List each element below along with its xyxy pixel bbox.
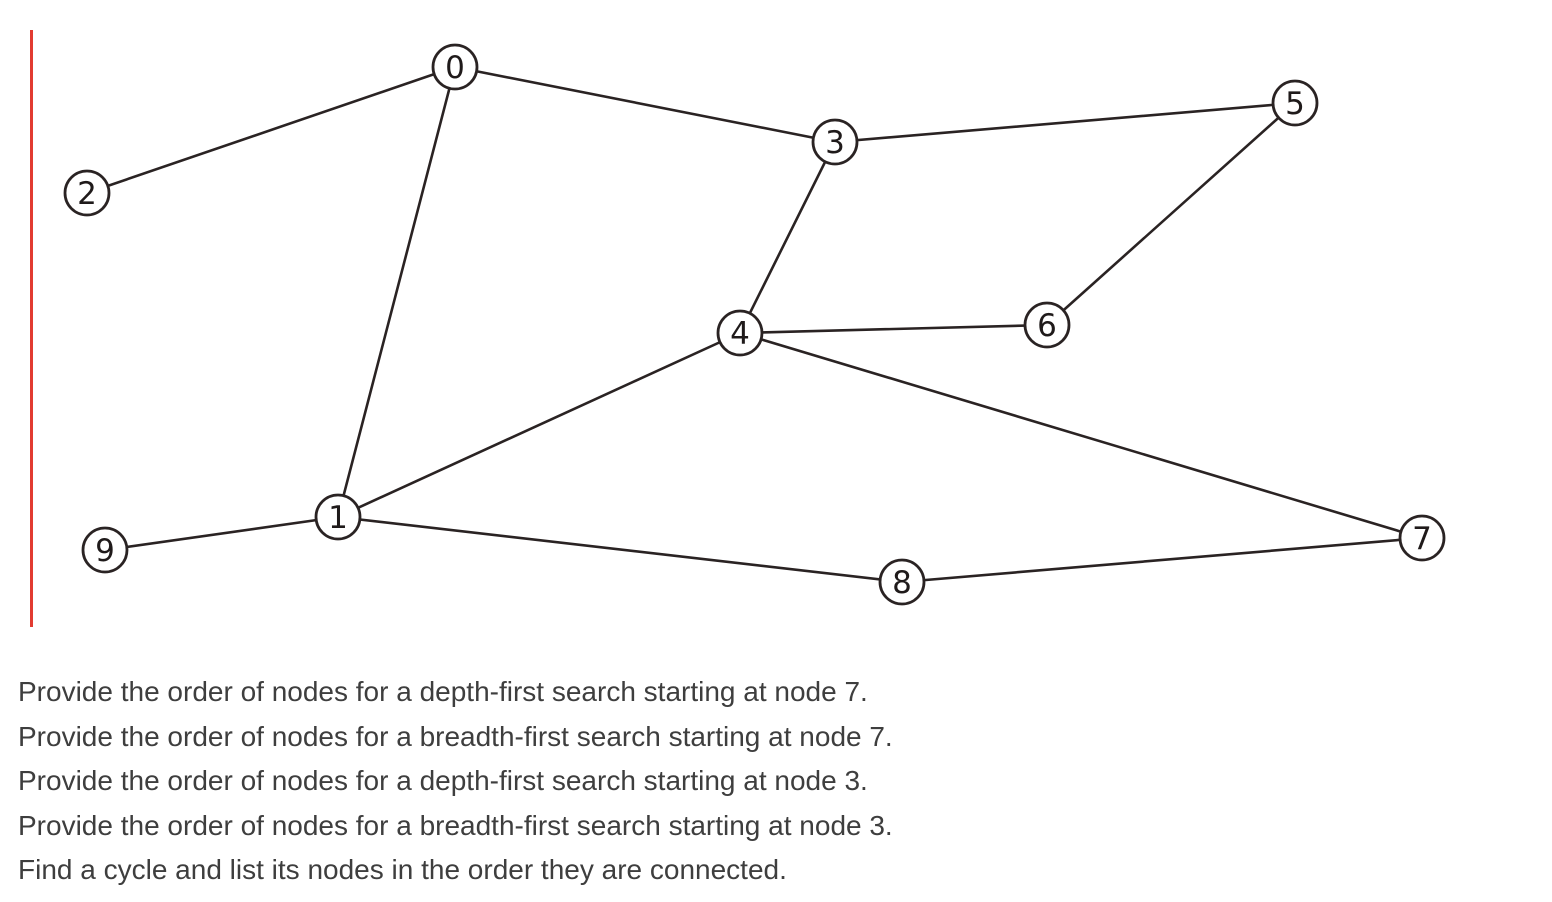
graph-node-label-3: 3 <box>825 125 845 161</box>
graph-figure: 0 1 2 3 4 5 6 7 8 9 <box>30 30 1446 627</box>
graph-node-circle-1 <box>314 493 362 541</box>
graph-node-circle-9 <box>81 526 129 574</box>
graph-edge-1-8 <box>336 515 904 584</box>
graph-node-label-5: 5 <box>1285 86 1305 122</box>
graph-node-circle-0 <box>431 43 479 91</box>
questions-block: Provide the order of nodes for a depth-f… <box>18 670 1518 893</box>
question-dfs-node-7: Provide the order of nodes for a depth-f… <box>18 676 868 707</box>
graph-node-label-6: 6 <box>1037 308 1057 344</box>
graph-node-circle-3 <box>811 118 859 166</box>
graph-node-circle-7 <box>1398 514 1446 562</box>
graph-node-6: 6 <box>1023 301 1071 349</box>
graph-edge-3-5 <box>833 101 1297 144</box>
graph-node-label-9: 9 <box>95 533 115 569</box>
graph-node-8: 8 <box>878 558 926 606</box>
graph-node-circle-5 <box>1271 79 1319 127</box>
graph-node-7: 7 <box>1398 514 1446 562</box>
graph-edge-1-9 <box>103 515 340 552</box>
graph-edge-1-4 <box>336 331 742 519</box>
graph-node-label-2: 2 <box>77 176 97 212</box>
graph-node-2: 2 <box>63 169 111 217</box>
graph-node-circle-2 <box>63 169 111 217</box>
graph-node-9: 9 <box>81 526 129 574</box>
graph-edge-0-3 <box>453 65 837 144</box>
graph-edge-8-7 <box>900 536 1424 584</box>
graph-node-0: 0 <box>431 43 479 91</box>
graph-edge-4-7 <box>738 331 1424 540</box>
graph-node-label-1: 1 <box>328 500 348 536</box>
graph-node-label-8: 8 <box>892 565 912 601</box>
graph-edge-5-6 <box>1045 101 1297 327</box>
graph-node-5: 5 <box>1271 79 1319 127</box>
graph-node-3: 3 <box>811 118 859 166</box>
graph-node-circle-6 <box>1023 301 1071 349</box>
graph-node-label-4: 4 <box>730 316 750 352</box>
graph-edge-0-1 <box>336 65 457 519</box>
question-bfs-node-3: Provide the order of nodes for a breadth… <box>18 809 893 841</box>
graph-canvas: 0 1 2 3 4 5 6 7 8 9 <box>30 30 1446 627</box>
graph-node-label-7: 7 <box>1412 521 1432 557</box>
graph-node-circle-4 <box>716 309 764 357</box>
question-dfs-node-3: Provide the order of nodes for a depth-f… <box>18 765 868 796</box>
graph-node-4: 4 <box>716 309 764 357</box>
graph-node-1: 1 <box>314 493 362 541</box>
graph-node-circle-8 <box>878 558 926 606</box>
question-find-cycle: Find a cycle and list its nodes in the o… <box>18 854 787 885</box>
graph-node-label-0: 0 <box>445 50 465 86</box>
graph-edge-3-4 <box>738 140 837 335</box>
question-bfs-node-7: Provide the order of nodes for a breadth… <box>18 720 893 752</box>
graph-edge-0-2 <box>85 65 457 195</box>
graph-edge-4-6 <box>738 323 1049 335</box>
